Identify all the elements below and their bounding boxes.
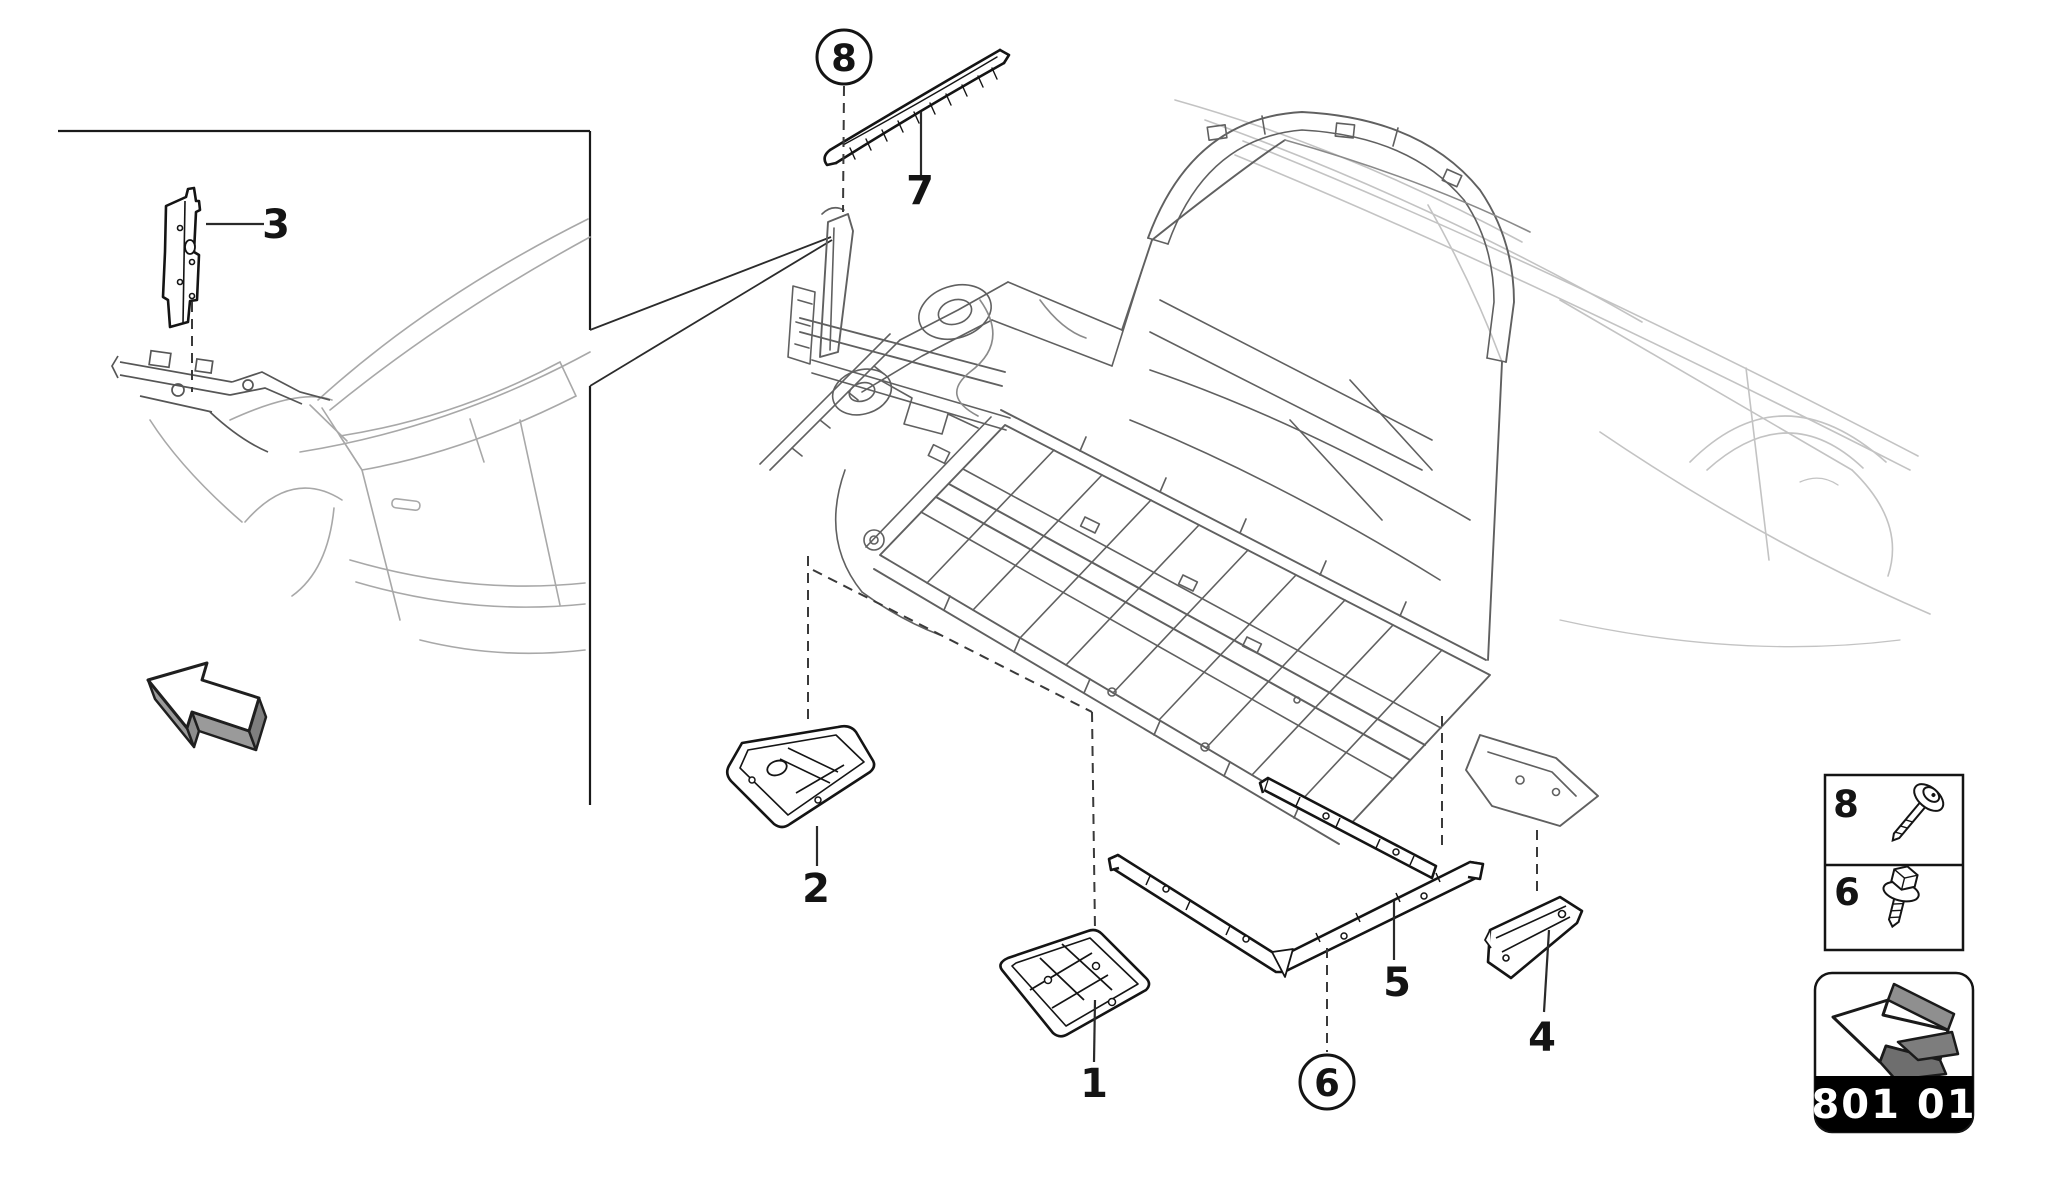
callout-3-label: 3 bbox=[262, 202, 290, 248]
callout-6-label: 6 bbox=[1314, 1062, 1340, 1105]
callout-8-label: 8 bbox=[831, 37, 857, 80]
legend-item-6[interactable]: 6 bbox=[1834, 862, 1925, 931]
nav-arrow-icon[interactable] bbox=[146, 661, 268, 752]
inset-box bbox=[58, 129, 592, 805]
direction-arrow-icon bbox=[1831, 982, 1960, 1082]
leader-line-4 bbox=[1542, 929, 1551, 1013]
callout-4[interactable]: 4 bbox=[1528, 1015, 1556, 1061]
callout-5-label: 5 bbox=[1383, 960, 1411, 1006]
washer-screw-icon bbox=[1891, 783, 1945, 842]
detail-location-rays bbox=[589, 236, 833, 387]
part-2-cover bbox=[725, 724, 876, 829]
legend-6-label: 6 bbox=[1834, 871, 1860, 914]
rear-body-outline bbox=[1174, 99, 1931, 648]
leader-line-1 bbox=[1092, 999, 1097, 1063]
part-3-bracket bbox=[161, 186, 202, 329]
badge-code-bar bbox=[1815, 1076, 1973, 1132]
callout-3[interactable]: 3 bbox=[262, 202, 290, 248]
callout-4-label: 4 bbox=[1528, 1015, 1556, 1061]
callout-2-label: 2 bbox=[802, 866, 830, 912]
callout-6[interactable]: 6 bbox=[1298, 1053, 1356, 1111]
callout-6-circle bbox=[1298, 1053, 1356, 1111]
car-front-frame bbox=[111, 349, 331, 453]
part-1-cover bbox=[999, 928, 1151, 1038]
part-7-crossmember bbox=[823, 48, 1011, 167]
badge-code-text: 801 01 bbox=[1811, 1082, 1976, 1128]
callout-7[interactable]: 7 bbox=[906, 168, 934, 214]
page-code-badge[interactable]: 801 01 bbox=[1811, 971, 1976, 1134]
dashed-line-part1 bbox=[812, 569, 1096, 931]
callout-1-label: 1 bbox=[1080, 1061, 1108, 1107]
legend-8-label: 8 bbox=[1833, 783, 1859, 826]
part-5-subframe bbox=[1107, 776, 1485, 978]
callout-8-circle bbox=[815, 28, 873, 86]
callout-8[interactable]: 8 bbox=[815, 28, 873, 86]
main-chassis-drawing bbox=[759, 111, 1599, 845]
legend-box: 8 6 bbox=[1823, 773, 1965, 952]
part-4-sill-bracket bbox=[1484, 895, 1584, 980]
callout-2[interactable]: 2 bbox=[802, 866, 830, 912]
car-side-view bbox=[149, 218, 591, 655]
dashed-line-callout8 bbox=[842, 85, 845, 213]
hex-flange-bolt-icon bbox=[1882, 865, 1920, 929]
callout-7-label: 7 bbox=[906, 168, 934, 214]
callout-1[interactable]: 1 bbox=[1080, 1061, 1108, 1107]
legend-item-8[interactable]: 8 bbox=[1833, 779, 1948, 851]
callout-5[interactable]: 5 bbox=[1383, 960, 1411, 1006]
